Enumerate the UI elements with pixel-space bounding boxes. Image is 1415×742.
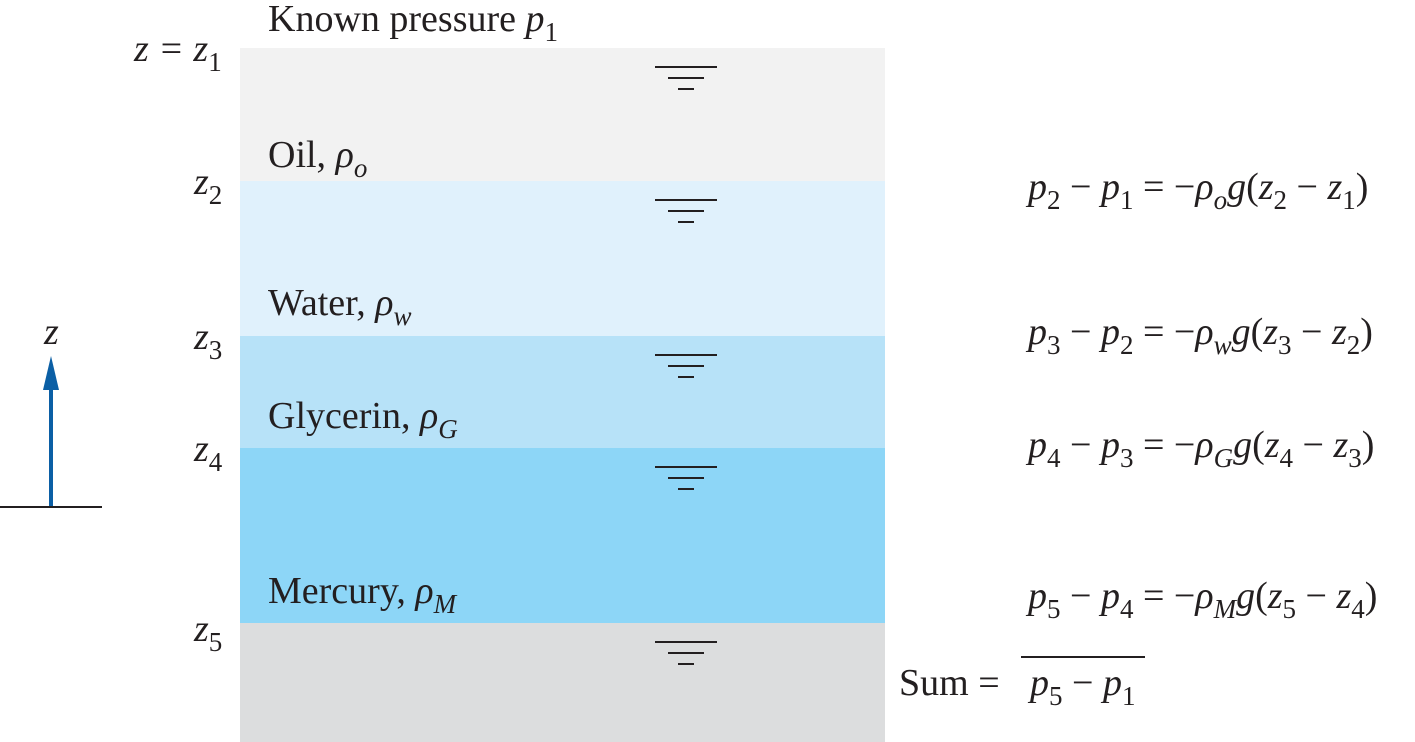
- level-z4-label: z4: [194, 428, 222, 476]
- eq-term: p: [1028, 311, 1047, 353]
- fluid-label-mercury: Mercury, ρM: [268, 570, 456, 618]
- sum-rule: [1021, 656, 1145, 658]
- fluid-name: Water,: [268, 282, 366, 324]
- eq-term: p: [1028, 575, 1047, 617]
- eq-subscript: 3: [1348, 443, 1362, 473]
- eq-term: p: [1100, 575, 1120, 617]
- glycerin-layer: [240, 336, 885, 448]
- density-subscript: w: [393, 301, 412, 331]
- equation-row: p2 − p1 = −ρog(z2 − z1): [1028, 166, 1369, 215]
- eq-subscript: 2: [1273, 185, 1288, 215]
- eq-subscript: 4: [1279, 443, 1294, 473]
- level-z1-text: z = z: [134, 28, 209, 70]
- level-z5-subscript: 5: [208, 627, 223, 657]
- z-axis: [0, 356, 102, 508]
- known-pressure-symbol: p: [525, 0, 545, 40]
- eq-subscript: 1: [1119, 185, 1134, 215]
- water-layer: [240, 181, 885, 336]
- equation-row: p5 − p4 = −ρMg(z5 − z4): [1028, 575, 1378, 624]
- eq-density-subscript: M: [1213, 594, 1237, 624]
- sum-term: p: [1030, 662, 1049, 704]
- density-subscript: G: [438, 414, 458, 444]
- eq-subscript: 1: [1342, 185, 1356, 215]
- density-symbol: ρ: [375, 282, 394, 324]
- eq-subscript: 2: [1047, 185, 1061, 215]
- eq-subscript: 4: [1351, 594, 1365, 624]
- eq-subscript: 4: [1119, 594, 1134, 624]
- eq-subscript: 4: [1047, 443, 1061, 473]
- eq-subscript: 2: [1346, 330, 1361, 360]
- eq-subscript: 5: [1282, 594, 1297, 624]
- free-surface-icon: [655, 641, 717, 671]
- fluid-label-oil: Oil, ρo: [268, 134, 367, 182]
- axis-arrow-head-icon: [43, 356, 59, 390]
- level-z1-subscript: 1: [208, 47, 222, 77]
- eq-subscript: 2: [1119, 330, 1134, 360]
- sum-result: p5 − p1: [1030, 662, 1136, 711]
- level-z5-label: z5: [194, 608, 222, 656]
- eq-term: p: [1028, 166, 1047, 208]
- density-symbol: ρ: [419, 395, 439, 437]
- density-symbol: ρ: [335, 134, 354, 176]
- level-z1-label: z = z1: [134, 28, 222, 76]
- equation-row: p4 − p3 = −ρGg(z4 − z3): [1028, 424, 1375, 473]
- level-z4-text: z: [194, 428, 209, 470]
- level-z3-subscript: 3: [208, 335, 223, 365]
- eq-density-subscript: G: [1213, 443, 1234, 473]
- eq-subscript: 5: [1047, 594, 1061, 624]
- level-z4-subscript: 4: [208, 447, 223, 477]
- eq-term: p: [1028, 424, 1047, 466]
- eq-density-subscript: o: [1213, 185, 1228, 215]
- oil-layer: [240, 48, 885, 181]
- level-z3-label: z3: [194, 316, 222, 364]
- known-pressure-text: Known pressure: [268, 0, 517, 40]
- eq-term: p: [1100, 424, 1120, 466]
- level-z2-text: z: [194, 161, 209, 203]
- free-surface-icon: [655, 354, 717, 384]
- bottom-layer: [240, 623, 885, 742]
- eq-term: p: [1100, 311, 1120, 353]
- eq-subscript: 3: [1047, 330, 1061, 360]
- eq-term: p: [1100, 166, 1120, 208]
- sum-subscript: 1: [1121, 681, 1136, 711]
- known-pressure-label: Known pressure p1: [268, 0, 558, 46]
- level-z5-text: z: [194, 608, 209, 650]
- equation-row: p3 − p2 = −ρwg(z3 − z2): [1028, 311, 1373, 360]
- fluid-name: Glycerin,: [268, 395, 411, 437]
- density-subscript: M: [433, 589, 457, 619]
- free-surface-icon: [655, 199, 717, 229]
- sum-subscript: 5: [1049, 681, 1063, 711]
- free-surface-icon: [655, 66, 717, 96]
- eq-subscript: 3: [1119, 443, 1134, 473]
- sum-term: p: [1102, 662, 1122, 704]
- level-z2-subscript: 2: [208, 180, 223, 210]
- fluid-name: Oil,: [268, 134, 327, 176]
- eq-density-subscript: w: [1213, 330, 1232, 360]
- fluid-label-water: Water, ρw: [268, 282, 412, 330]
- density-symbol: ρ: [415, 570, 434, 612]
- fluid-name: Mercury,: [268, 570, 406, 612]
- fluid-label-glycerin: Glycerin, ρG: [268, 395, 458, 443]
- eq-subscript: 3: [1278, 330, 1292, 360]
- free-surface-icon: [655, 466, 717, 496]
- sum-label: Sum =: [899, 662, 1000, 704]
- known-pressure-subscript: 1: [544, 17, 559, 47]
- level-z3-text: z: [194, 316, 209, 358]
- mercury-layer: [240, 448, 885, 623]
- density-subscript: o: [353, 153, 368, 183]
- level-z2-label: z2: [194, 161, 222, 209]
- z-axis-label: z: [44, 311, 59, 353]
